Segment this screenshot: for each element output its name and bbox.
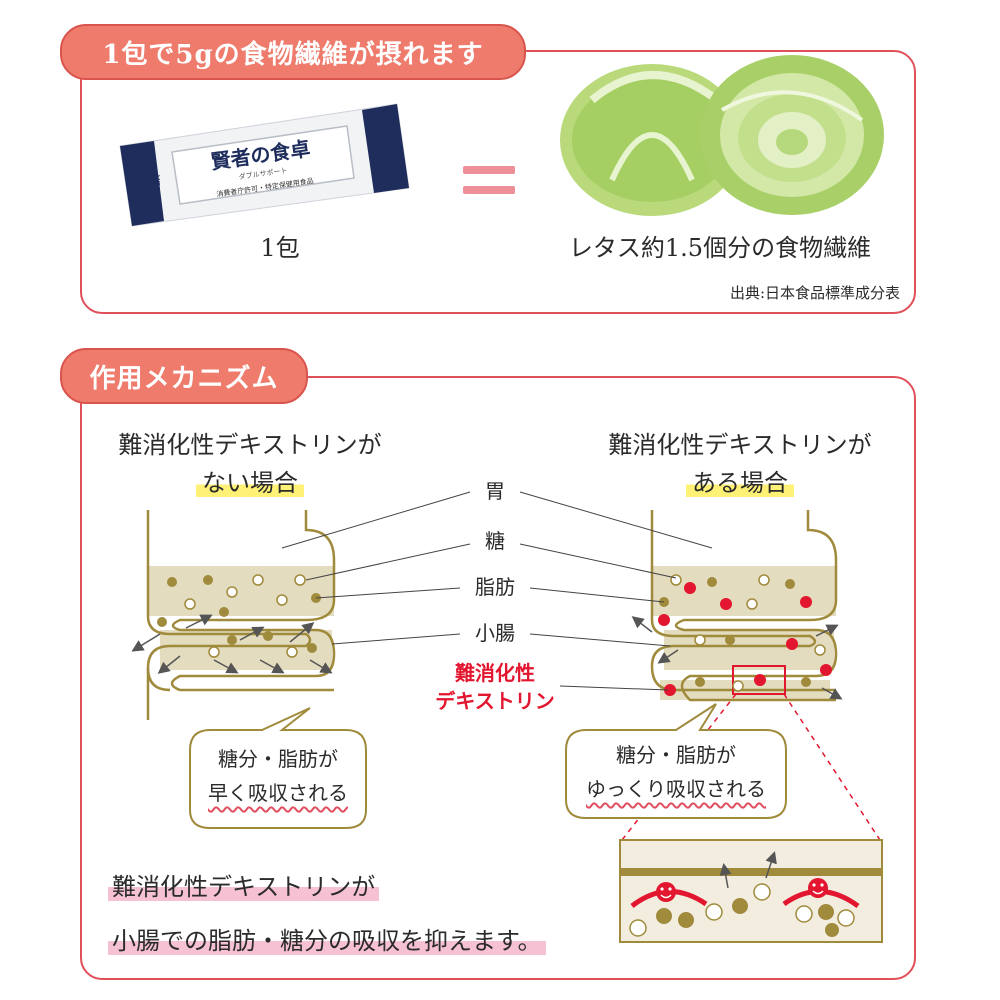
label-dextrin-line2: デキストリン [435, 689, 554, 713]
conclusion-line1: 難消化性デキストリンが [108, 873, 380, 901]
left-absorb-arrows [131, 614, 333, 674]
label-small-intestine: 小腸 [475, 621, 515, 645]
right-digestive-tract [650, 510, 838, 702]
source-note: 出典:日本食品標準成分表 [729, 284, 900, 302]
left-particles [157, 574, 321, 658]
right-absorb-arrows [631, 616, 843, 700]
label-dextrin-line1: 難消化性 [455, 661, 535, 685]
left-digestive-tract [146, 510, 336, 720]
label-fat: 脂肪 [475, 575, 515, 599]
right-bubble: 糖分・脂肪が ゆっくり吸収される [566, 738, 786, 806]
label-stomach: 胃 [485, 479, 505, 503]
right-title: 難消化性デキストリンが ある場合 [590, 426, 890, 502]
right-title-line2: ある場合 [686, 469, 794, 497]
left-bubble-line1: 糖分・脂肪が [218, 747, 338, 771]
product-stick-image: OPEN 賢者の食卓 ダブルサポート 消費者庁許可・特定保健用食品 [119, 103, 410, 227]
right-bubble-line2: ゆっくり吸収される [586, 777, 766, 801]
right-title-line1: 難消化性デキストリンが [608, 431, 872, 459]
conclusion-line2: 小腸での脂肪・糖分の吸収を抑えます。 [108, 927, 546, 955]
label-sugar: 糖 [485, 529, 505, 553]
right-bubble-line1: 糖分・脂肪が [616, 743, 736, 767]
left-title: 難消化性デキストリンが ない場合 [100, 426, 400, 502]
mechanism-tab-title: 作用メカニズム [60, 348, 308, 404]
conclusion: 難消化性デキストリンが 小腸での脂肪・糖分の吸収を抑えます。 [108, 860, 608, 968]
equals-sign-icon [463, 166, 515, 194]
left-bubble-line2: 早く吸収される [208, 781, 348, 805]
left-title-line2: ない場合 [196, 469, 304, 497]
fiber-tab-title: 1包で5gの食物繊維が摂れます [60, 24, 526, 80]
leader-lines [281, 491, 713, 691]
product-open-label: OPEN [154, 174, 162, 196]
right-bubble-shape [565, 703, 787, 819]
left-title-line1: 難消化性デキストリンが [118, 431, 382, 459]
left-bubble: 糖分・脂肪が 早く吸収される [190, 742, 366, 810]
product-caption: 1包 [260, 234, 300, 262]
lettuce-image [560, 55, 884, 216]
left-bubble-shape [189, 707, 367, 829]
lettuce-caption: レタス約1.5個分の食物繊維 [568, 234, 872, 262]
zoom-detail [619, 839, 883, 943]
